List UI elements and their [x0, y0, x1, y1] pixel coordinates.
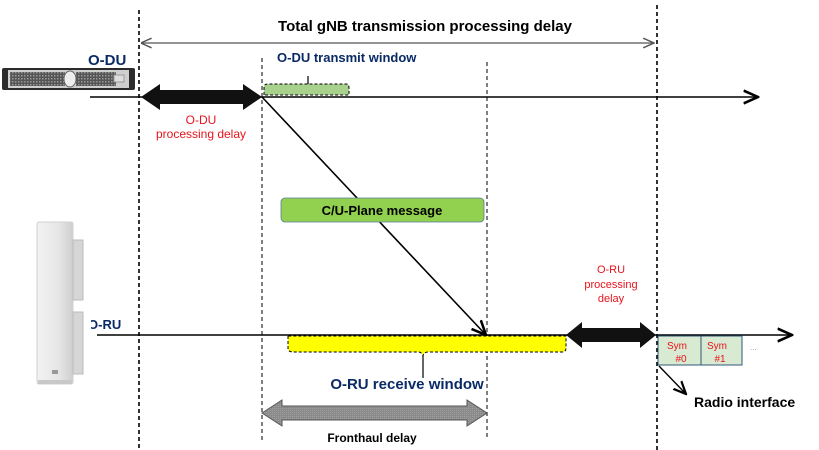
oru-processing-delay-line1: O-RU [597, 264, 625, 276]
oru-processing-delay-line3: delay [598, 293, 625, 305]
symbols-ellipsis: ... [750, 343, 757, 352]
oru-processing-delay-arrow [566, 322, 656, 348]
fronthaul-delay-arrow [261, 399, 488, 427]
total-delay-title: Total gNB transmission processing delay [278, 18, 573, 35]
symbol-sym1: Sym #1 [700, 335, 743, 366]
symbol-sym0-line1: Sym [667, 341, 687, 352]
cu-plane-message-label: C/U-Plane message [322, 203, 443, 218]
oru-label: O-RU [88, 317, 121, 332]
radio-interface-pointer [658, 365, 686, 394]
odu-server-icon [2, 68, 135, 90]
radio-interface-label: Radio interface [694, 394, 795, 410]
symbol-sym1-line1: Sym [707, 341, 727, 352]
oru-device-icon [36, 221, 84, 385]
oru-processing-delay-line2: processing [584, 279, 637, 291]
odu-label: O-DU [88, 52, 126, 69]
symbol-sym1-line2: #1 [714, 354, 726, 365]
oru-receive-window [287, 335, 567, 357]
oru-receive-window-label: O-RU receive window [330, 376, 484, 393]
odu-transmit-window-label: O-DU transmit window [277, 50, 417, 65]
fronthaul-delay-label: Fronthaul delay [327, 431, 417, 445]
symbol-sym0-line2: #0 [675, 354, 687, 365]
odu-processing-delay-arrow [141, 84, 262, 110]
odu-transmit-window [263, 83, 350, 96]
odu-processing-delay-line1: O-DU [186, 113, 217, 127]
cu-plane-message-box [280, 197, 485, 223]
symbol-sym0: Sym #0 [657, 335, 702, 366]
odu-processing-delay-line2: processing delay [156, 127, 246, 141]
